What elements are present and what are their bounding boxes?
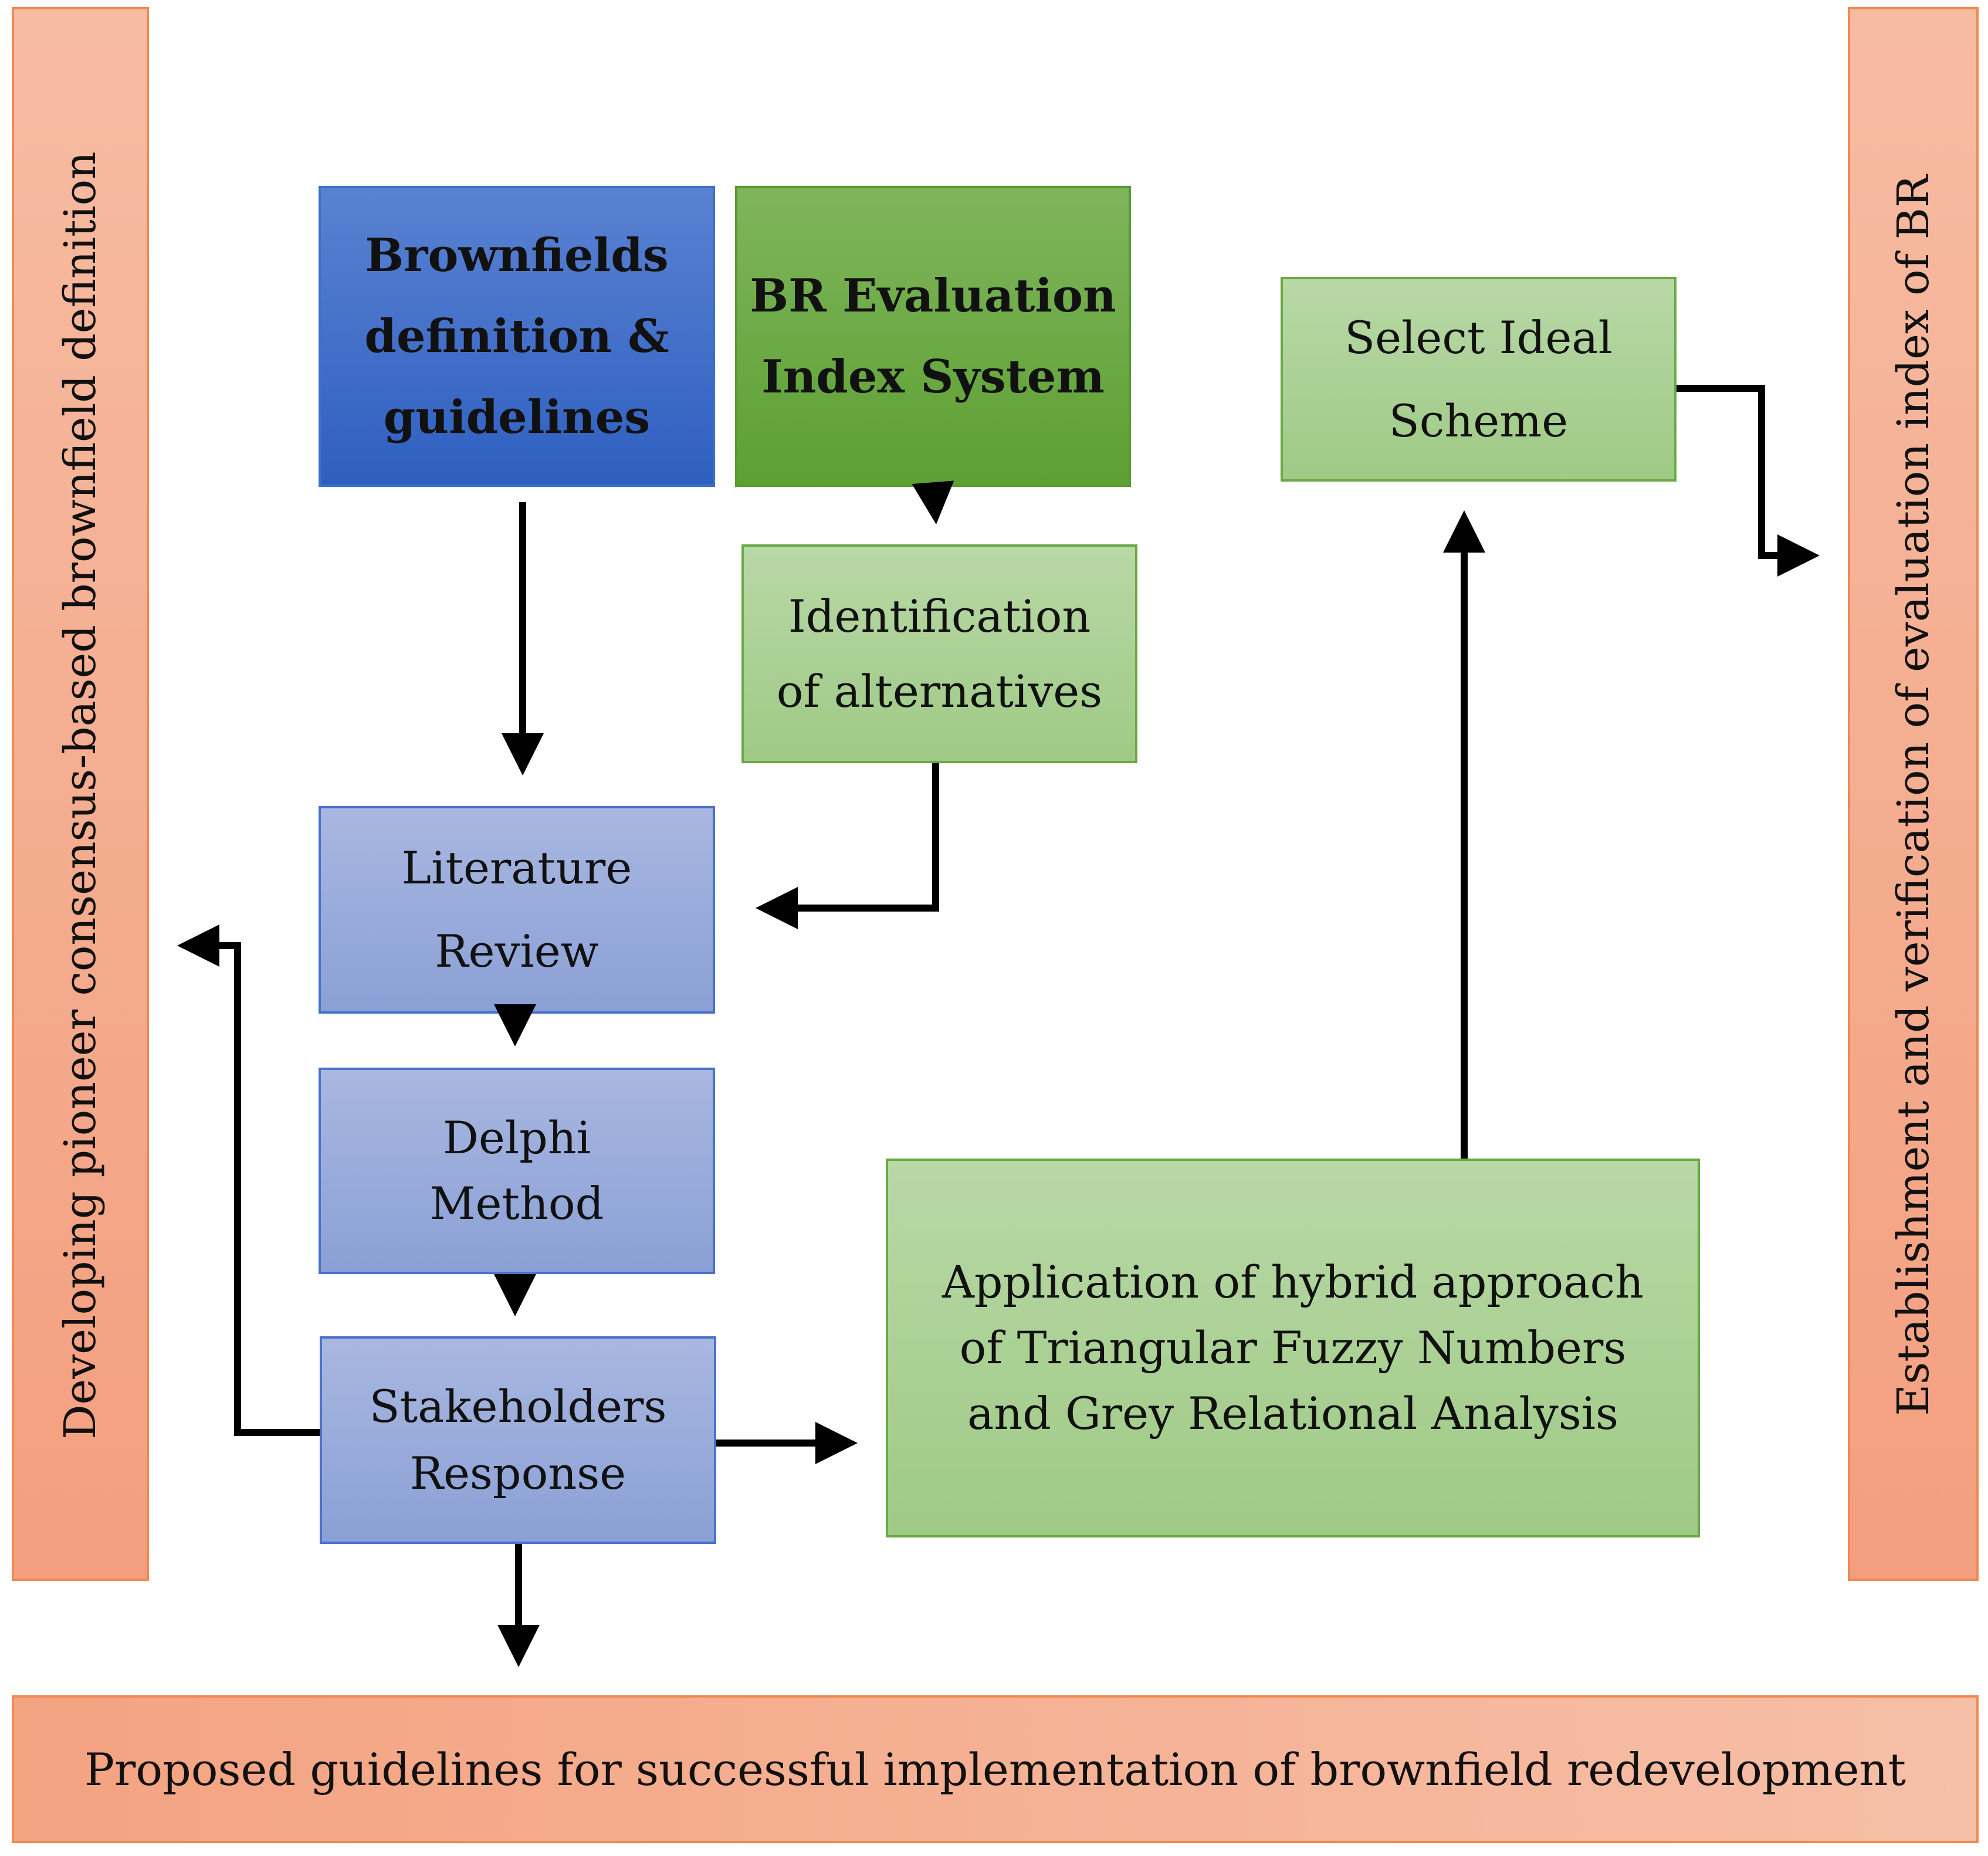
select-ideal-line-2: Scheme	[1388, 394, 1569, 447]
delphi-line-1: Delphi	[442, 1112, 591, 1164]
identification-line-1: Identification	[788, 590, 1091, 642]
literature-line-2: Review	[435, 925, 599, 977]
br-evaluation-line-1: BR Evaluation	[750, 269, 1116, 323]
delphi-method-box: Delphi Method	[319, 1068, 715, 1274]
right-side-bar	[1848, 7, 1979, 1581]
stakeholders-line-2: Response	[409, 1447, 626, 1499]
brownfields-line-1: Brownfields	[365, 228, 669, 282]
arrow-identification-to-literature	[756, 763, 939, 929]
stakeholders-response-box: Stakeholders Response	[320, 1336, 716, 1544]
identification-line-2: of alternatives	[776, 665, 1103, 717]
literature-review-box: Literature Review	[319, 806, 715, 1014]
arrow-evaluation-to-identification	[912, 480, 954, 524]
identification-box: Identification of alternatives	[741, 544, 1137, 763]
hybrid-line-2: of Triangular Fuzzy Numbers	[959, 1322, 1627, 1374]
br-evaluation-box: BR Evaluation Index System	[735, 186, 1131, 487]
stakeholders-line-1: Stakeholders	[369, 1380, 667, 1432]
hybrid-line-1: Application of hybrid approach	[942, 1256, 1644, 1308]
left-side-bar	[12, 7, 149, 1581]
hybrid-approach-box: Application of hybrid approach of Triang…	[886, 1159, 1700, 1537]
brownfields-line-3: guidelines	[383, 390, 651, 444]
arrow-stakeholders-to-left-bar	[177, 924, 320, 1436]
hybrid-line-3: and Grey Relational Analysis	[967, 1387, 1618, 1440]
brownfields-line-2: definition &	[364, 309, 669, 363]
select-ideal-line-1: Select Ideal	[1344, 311, 1613, 364]
bottom-bar: Proposed guidelines for successful imple…	[12, 1695, 1979, 1843]
bottom-bar-label: Proposed guidelines for successful imple…	[84, 1743, 1906, 1796]
literature-line-1: Literature	[401, 842, 632, 894]
arrow-select-ideal-to-right-bar	[1677, 385, 1820, 577]
brownfields-definition-box: Brownfields definition & guidelines	[319, 186, 715, 487]
br-evaluation-line-2: Index System	[761, 350, 1105, 404]
select-ideal-scheme-box: Select Ideal Scheme	[1281, 277, 1677, 482]
delphi-line-2: Method	[429, 1177, 604, 1230]
